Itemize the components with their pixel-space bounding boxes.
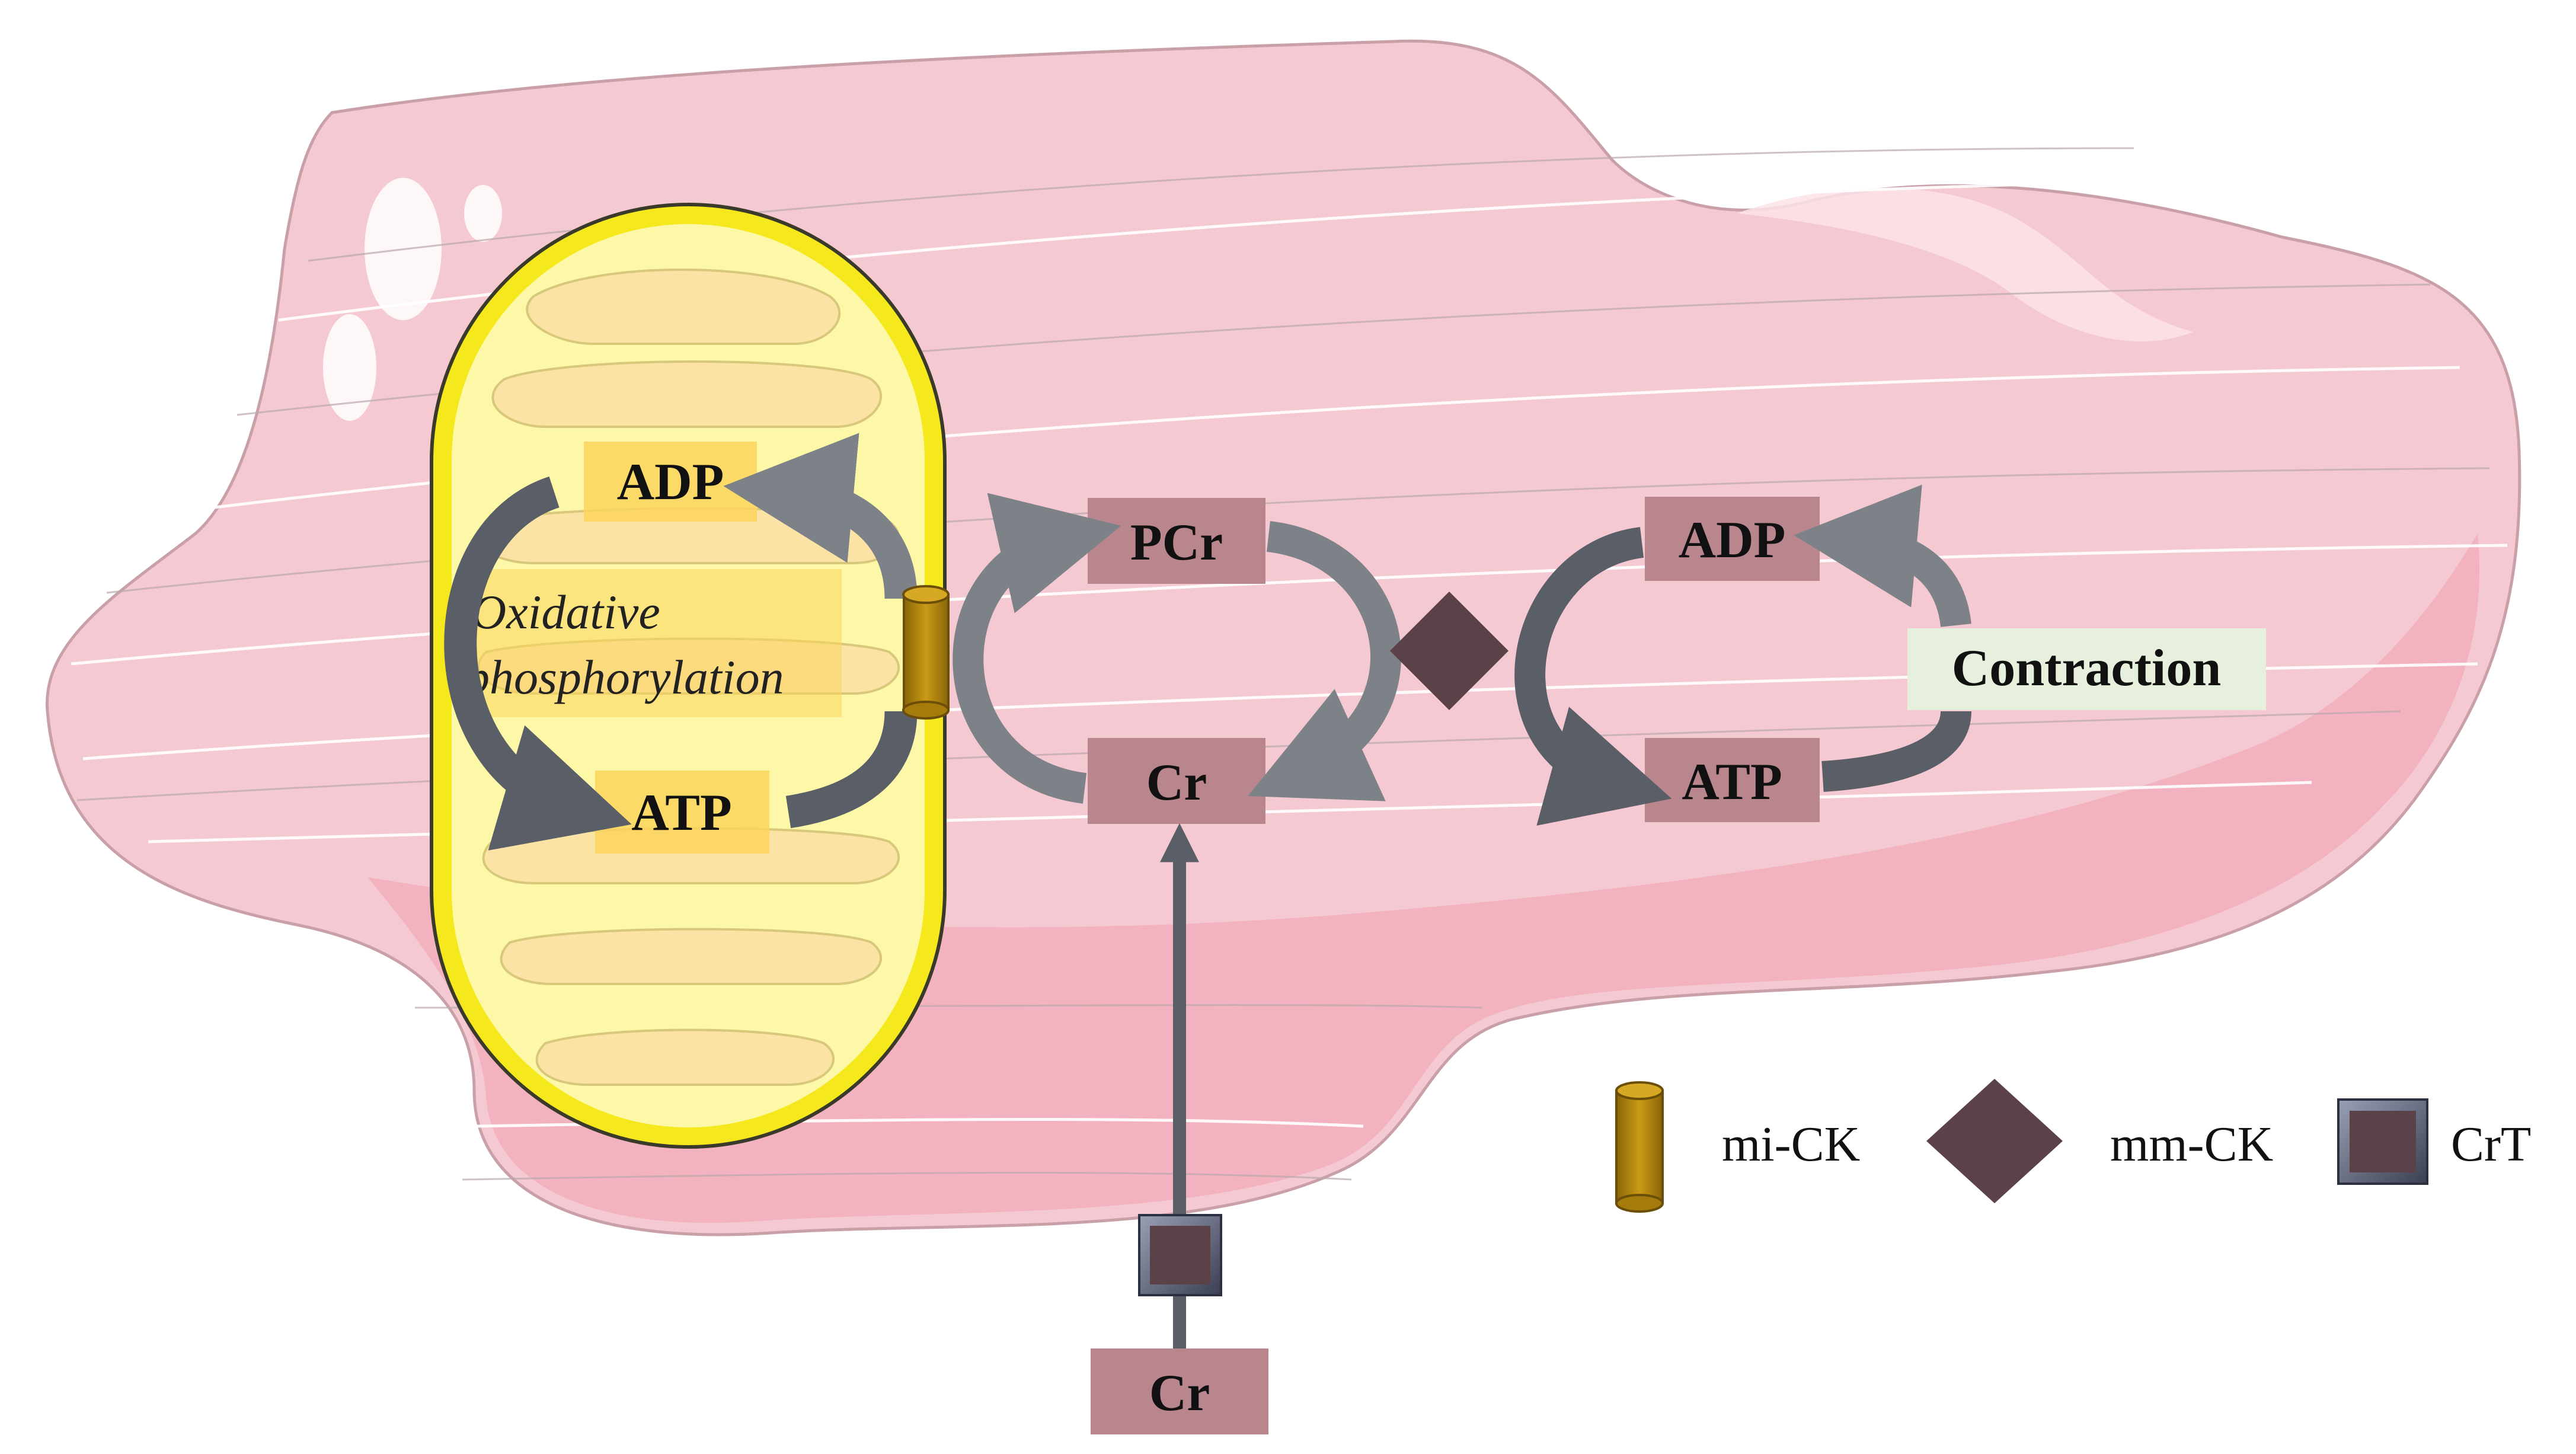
arrow-contraction-to-adp — [1794, 484, 1971, 628]
atp-right-label: ATP — [1682, 753, 1782, 811]
arrow-adp-to-atp — [444, 476, 632, 851]
legend-mi-ck-icon — [1615, 1081, 1664, 1213]
mm-ck-diamond — [1390, 592, 1508, 710]
cr-cytosol-box — [1088, 738, 1265, 824]
cr-extracellular-label: Cr — [1149, 1364, 1210, 1422]
pcr-label: PCr — [1130, 514, 1223, 571]
arrow-adp-to-atp-right — [1514, 527, 1672, 826]
contraction-box — [1907, 628, 2266, 710]
crt-transporter — [1138, 1214, 1222, 1296]
legend-crt-icon — [2337, 1098, 2428, 1185]
legend-mm-ck-label: mm-CK — [2110, 1117, 2273, 1172]
oxphos-label-bg — [474, 569, 842, 717]
adp-right-box — [1645, 497, 1820, 581]
oxphos-label-line1: Oxidative — [471, 585, 660, 639]
muscle-cell-gloss — [323, 314, 376, 421]
legend-crt-label: CrT — [2451, 1117, 2531, 1172]
muscle-cell-highlight — [1737, 188, 2193, 342]
arrow-atp-to-shuttle — [785, 711, 918, 829]
arrow-atp-to-contraction — [1821, 710, 1971, 792]
arrow-pcr-to-cr — [1248, 521, 1402, 801]
legend: mi-CK mm-CK CrT — [1615, 1079, 2531, 1213]
muscle-cell-shading — [367, 533, 2480, 1223]
legend-mi-ck-label: mi-CK — [1722, 1117, 1860, 1172]
cr-cytosol-label: Cr — [1146, 754, 1207, 811]
adp-right-label: ADP — [1679, 512, 1786, 569]
atp-right-box — [1645, 738, 1820, 822]
muscle-cell-gloss — [464, 185, 502, 242]
contraction-label: Contraction — [1952, 640, 2222, 697]
mito-adp-label: ADP — [617, 453, 724, 511]
mi-ck-cylinder — [902, 585, 950, 720]
legend-mm-ck-icon — [1926, 1079, 2063, 1203]
arrow-shuttle-to-adp — [723, 433, 918, 599]
cr-extracellular-box — [1091, 1348, 1268, 1434]
arrow-cr-to-pcr — [953, 493, 1121, 804]
mito-atp-label: ATP — [631, 784, 731, 842]
oxphos-label-line2: phosphorylation — [462, 650, 784, 704]
